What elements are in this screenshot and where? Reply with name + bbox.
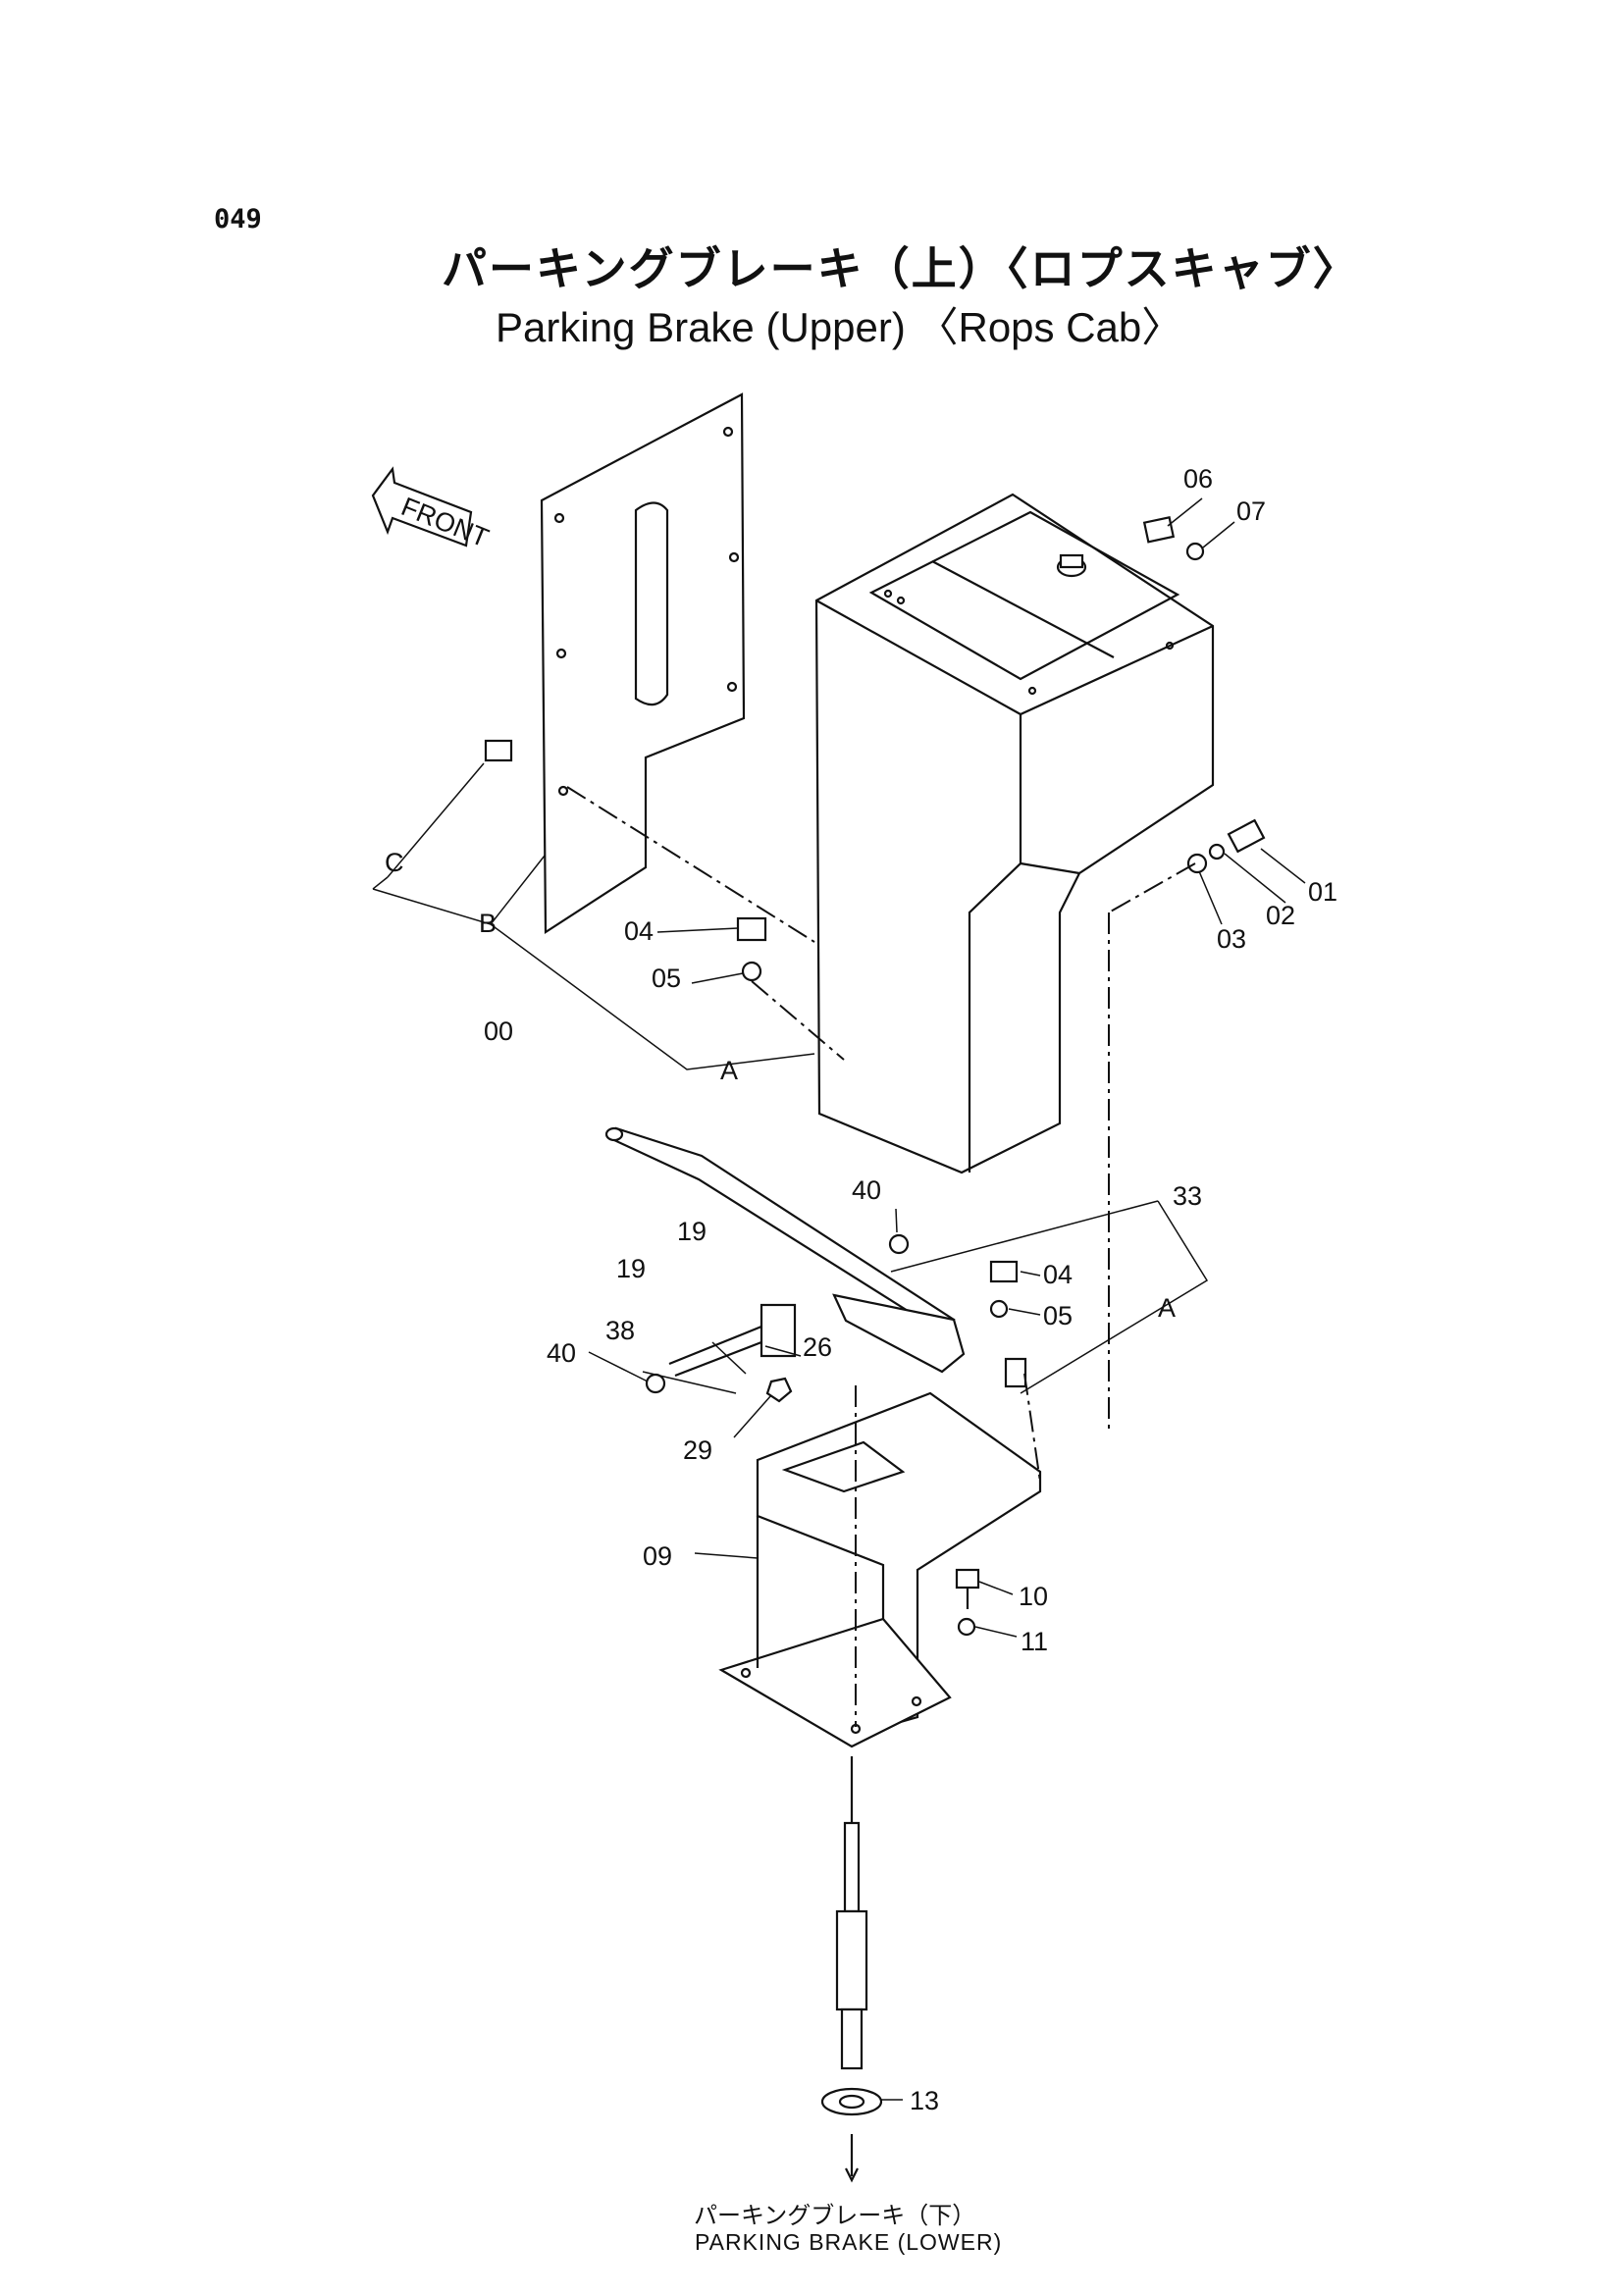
leader-lines <box>372 497 1306 2101</box>
callout-04-top: 04 <box>624 916 654 946</box>
brake-cable <box>835 1756 868 2070</box>
callout-09: 09 <box>643 1541 672 1571</box>
callout-33: 33 <box>1173 1181 1202 1211</box>
washer-07 <box>1185 542 1205 561</box>
bolt-04-top <box>736 916 767 942</box>
callout-01: 01 <box>1308 877 1337 907</box>
brake-lever <box>604 1126 1027 1388</box>
callout-06: 06 <box>1183 464 1213 494</box>
bolt-c <box>484 739 513 762</box>
callout-07: 07 <box>1236 496 1266 526</box>
callout-29: 29 <box>683 1435 712 1465</box>
bolt-10 <box>955 1568 980 1609</box>
washer-03 <box>1186 853 1208 874</box>
callout-05-mid: 05 <box>1043 1301 1073 1330</box>
front-label: FRONT <box>397 492 493 553</box>
callout-A-upper: A <box>720 1056 738 1085</box>
console-box <box>814 493 1215 1174</box>
callout-19-upper: 19 <box>677 1217 707 1246</box>
washer-02 <box>1208 843 1226 860</box>
title-english: Parking Brake (Upper) 〈Rops Cab〉 <box>496 304 1183 350</box>
callout-C: C <box>385 848 404 877</box>
side-panel <box>540 392 746 935</box>
callout-04-mid: 04 <box>1043 1260 1073 1289</box>
grommet <box>820 2087 883 2183</box>
title-japanese: パーキングブレーキ（上）〈ロプスキャブ〉 <box>442 242 1360 295</box>
footer-japanese: パーキングブレーキ（下） <box>694 2202 976 2229</box>
callout-10: 10 <box>1019 1582 1048 1611</box>
callout-13: 13 <box>910 2086 939 2115</box>
washer-11 <box>957 1617 976 1637</box>
callout-38: 38 <box>605 1316 635 1345</box>
footer-english: PARKING BRAKE (LOWER) <box>695 2229 1003 2255</box>
callout-A-lower: A <box>1158 1293 1176 1323</box>
callout-02: 02 <box>1266 901 1295 930</box>
clevis-part <box>645 1303 797 1403</box>
washer-40-top <box>888 1233 910 1255</box>
callout-05-top: 05 <box>652 964 681 993</box>
lever-bracket <box>718 1391 1042 1748</box>
front-arrow-icon: FRONT <box>371 466 493 553</box>
callout-03: 03 <box>1217 924 1246 954</box>
callout-19-lower: 19 <box>616 1254 646 1283</box>
bolt-06 <box>1142 516 1176 544</box>
assembly-lines <box>566 786 1196 1727</box>
callout-40-lower: 40 <box>547 1338 576 1368</box>
callout-11: 11 <box>1021 1627 1048 1656</box>
washer-05-top <box>741 961 762 982</box>
callout-B: B <box>479 909 497 938</box>
page-number: 049 <box>214 204 262 235</box>
callout-40-upper: 40 <box>852 1175 881 1205</box>
callout-00: 00 <box>484 1017 513 1046</box>
bolt-04-mid <box>989 1260 1019 1283</box>
bolt-01 <box>1227 818 1266 854</box>
washer-05-mid <box>989 1299 1009 1319</box>
callout-26: 26 <box>803 1332 832 1362</box>
